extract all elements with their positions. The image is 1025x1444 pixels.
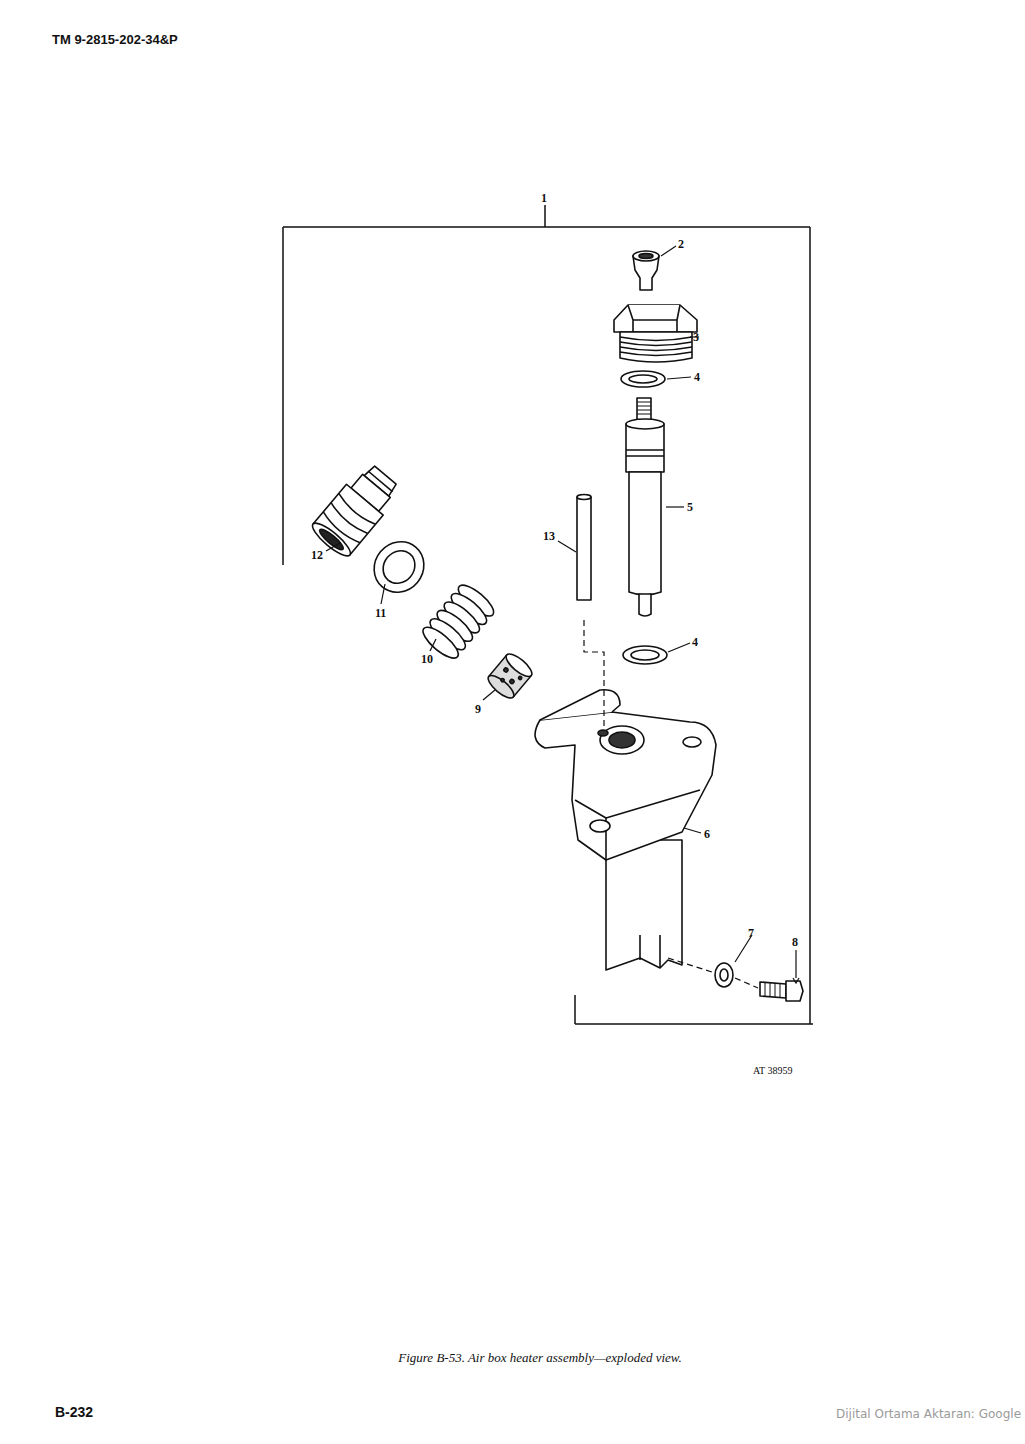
running-header: TM 9-2815-202-34&P — [52, 33, 178, 46]
callout-number: 2 — [678, 238, 684, 250]
lock-washer — [715, 963, 733, 987]
washer — [623, 646, 667, 664]
callout-number: 13 — [543, 530, 555, 542]
illustration-code: AT 38959 — [753, 1066, 793, 1076]
watermark: Dijital Ortama Aktaran: Google — [836, 1408, 1021, 1420]
fitting — [633, 251, 659, 290]
figure-caption: Figure B-53. Air box heater assembly—exp… — [398, 1350, 682, 1366]
heater-element — [626, 398, 664, 616]
assembly-path-lines — [584, 620, 758, 988]
callout-number: 5 — [687, 501, 693, 513]
callout-number: 4 — [692, 636, 698, 648]
callout-number: 12 — [311, 549, 323, 561]
spring — [419, 580, 498, 663]
assembly-bracket — [283, 205, 813, 1024]
heater-housing — [535, 690, 716, 970]
filter-element — [485, 650, 535, 701]
pin — [577, 495, 591, 601]
callout-number: 3 — [693, 331, 699, 343]
callout-number: 1 — [541, 192, 547, 204]
callout-number: 6 — [704, 828, 710, 840]
callout-number: 4 — [694, 371, 700, 383]
hex-nut — [614, 305, 697, 362]
washer — [621, 371, 665, 387]
callout-number: 8 — [792, 936, 798, 948]
callout-number: 10 — [421, 653, 433, 665]
gasket-ring — [364, 532, 434, 603]
callout-number: 7 — [748, 927, 754, 939]
leader-lines — [326, 246, 799, 983]
bolt — [760, 981, 803, 1001]
callout-number: 9 — [475, 703, 481, 715]
page-number: B-232 — [55, 1405, 93, 1419]
callout-number: 11 — [375, 607, 386, 619]
